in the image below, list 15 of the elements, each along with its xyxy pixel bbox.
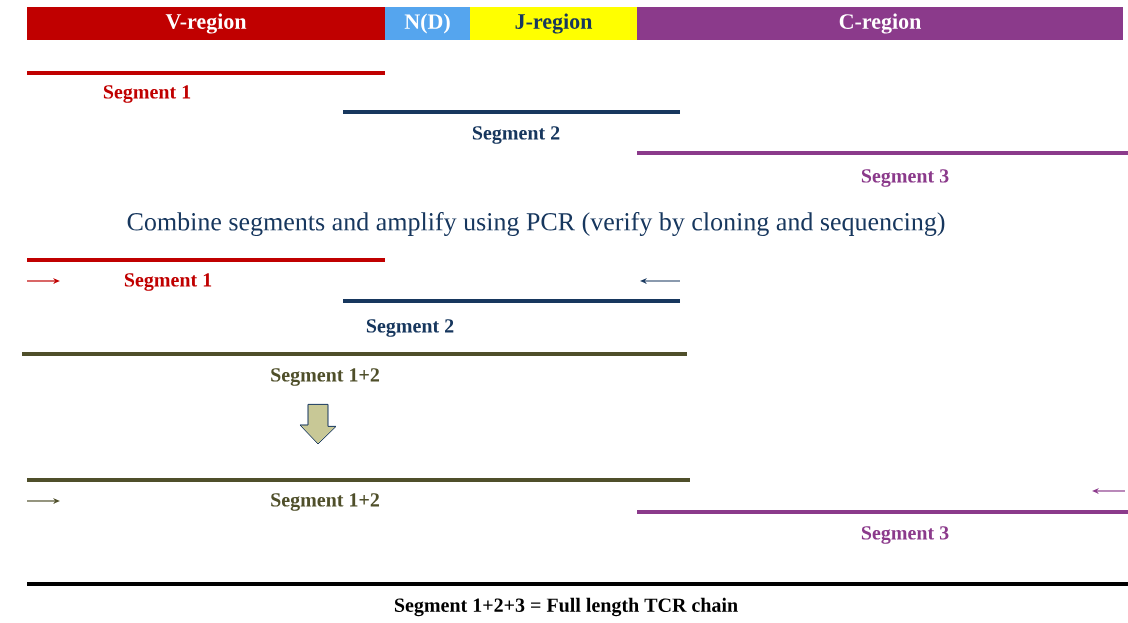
segment-bar: Segment 1+2 bbox=[22, 352, 687, 386]
segment-bar: Segment 2 bbox=[343, 110, 680, 144]
region-band: V-region bbox=[27, 7, 385, 40]
region-band: N(D) bbox=[385, 7, 470, 40]
segment-bar: Segment 1 bbox=[27, 258, 385, 291]
block-arrow bbox=[299, 403, 337, 445]
segment-bar: Segment 1+2+3 = Full length TCR chain bbox=[27, 582, 1128, 617]
segment-bar: Segment 3 bbox=[637, 510, 1128, 544]
segment-bar: Segment 1+2 bbox=[27, 478, 690, 511]
segment-bar: Segment 3 bbox=[637, 151, 1128, 187]
region-band: C-region bbox=[637, 7, 1123, 40]
region-band: J-region bbox=[470, 7, 637, 40]
heading-text: Combine segments and amplify using PCR (verify by cloning and sequencing) bbox=[127, 212, 945, 236]
segment-bar: Segment 2 bbox=[343, 299, 680, 337]
segment-bar: Segment 1 bbox=[27, 71, 385, 103]
